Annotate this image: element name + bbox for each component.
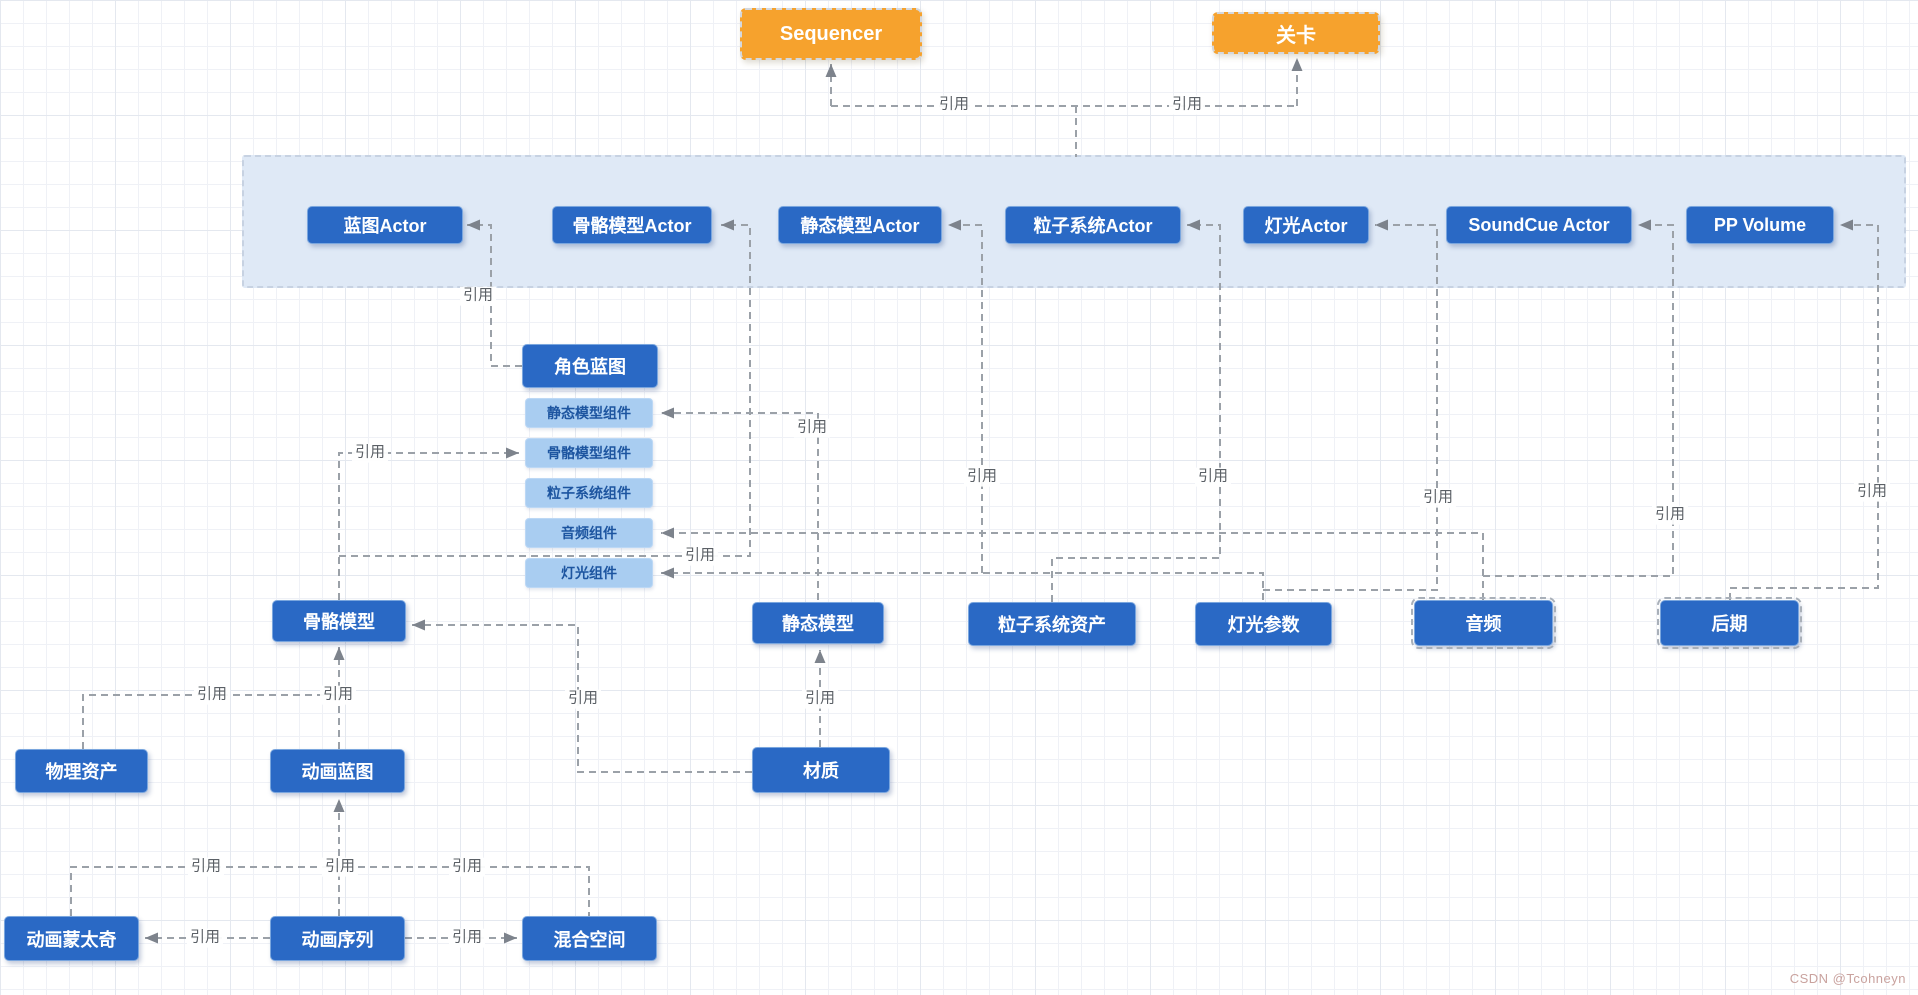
node-pp-volume[interactable]: PP Volume xyxy=(1686,206,1834,244)
arrowhead-skelmesh-actor xyxy=(721,219,734,231)
node-anim-montage[interactable]: 动画蒙太奇 xyxy=(4,916,139,961)
node-static-mesh[interactable]: 静态模型 xyxy=(752,602,884,644)
node-level[interactable]: 关卡 xyxy=(1212,12,1380,54)
node-comp-light[interactable]: 灯光组件 xyxy=(525,558,653,588)
node-light-actor[interactable]: 灯光Actor xyxy=(1243,206,1369,244)
edge-particle-actor-line xyxy=(1051,224,1221,602)
node-comp-particle[interactable]: 粒子系统组件 xyxy=(525,478,653,508)
node-post-process[interactable]: 后期 xyxy=(1657,597,1802,649)
node-anim-sequence[interactable]: 动画序列 xyxy=(270,916,405,961)
node-comp-audio[interactable]: 音频组件 xyxy=(525,518,653,548)
edge-bottom-branch xyxy=(70,866,590,916)
reference-label-14: 引用 xyxy=(193,685,231,705)
reference-label-15: 引用 xyxy=(319,685,357,705)
arrowhead-particle-actor-line xyxy=(1187,219,1200,231)
node-blueprint-actor[interactable]: 蓝图Actor xyxy=(307,206,463,244)
edge-lightparams-actor xyxy=(1263,224,1438,591)
node-anim-bp[interactable]: 动画蓝图 xyxy=(270,749,405,793)
reference-label-19: 引用 xyxy=(186,928,224,948)
arrowhead-sequencer-up xyxy=(825,64,837,77)
node-comp-skeletal[interactable]: 骨骼模型组件 xyxy=(525,438,653,468)
node-skeletal-actor[interactable]: 骨骼模型Actor xyxy=(552,206,712,244)
edge-material-skelmesh xyxy=(412,624,752,773)
reference-label-7: 引用 xyxy=(963,467,1001,487)
arrowhead-level-up xyxy=(1291,58,1303,71)
reference-label-11: 引用 xyxy=(1853,482,1891,502)
node-sequencer[interactable]: Sequencer xyxy=(740,8,922,60)
reference-label-17: 引用 xyxy=(321,857,359,877)
edge-physics-join xyxy=(82,694,339,749)
node-physics-asset[interactable]: 物理资产 xyxy=(15,749,148,793)
edge-skelmesh-comp xyxy=(338,452,519,600)
node-light-params[interactable]: 灯光参数 xyxy=(1195,602,1332,646)
arrowhead-lightparams-comp xyxy=(661,567,674,579)
reference-label-12: 引用 xyxy=(801,689,839,709)
arrowhead-post-ppvolume xyxy=(1840,219,1853,231)
reference-label-3: 引用 xyxy=(459,286,497,306)
arrowhead-staticmesh-comp xyxy=(661,407,674,419)
arrowhead-skelmesh-comp xyxy=(506,447,519,459)
edge-skelmesh-actor xyxy=(339,224,751,557)
edge-staticmesh-actor xyxy=(948,224,983,573)
reference-label-2: 引用 xyxy=(1168,95,1206,115)
reference-label-18: 引用 xyxy=(448,857,486,877)
node-material[interactable]: 材质 xyxy=(752,747,890,793)
edge-audio-actor xyxy=(1483,224,1674,577)
reference-label-16: 引用 xyxy=(187,857,225,877)
reference-label-6: 引用 xyxy=(793,418,831,438)
arrowhead-charbp-blueprintactor xyxy=(467,219,480,231)
reference-label-20: 引用 xyxy=(448,928,486,948)
reference-label-1: 引用 xyxy=(935,95,973,115)
reference-label-8: 引用 xyxy=(1194,467,1232,487)
arrowhead-material-skelmesh xyxy=(412,619,425,631)
reference-label-9: 引用 xyxy=(1419,488,1457,508)
reference-label-5: 引用 xyxy=(681,546,719,566)
arrowhead-animseq-blendspace xyxy=(504,932,517,944)
node-character-bp[interactable]: 角色蓝图 xyxy=(522,344,658,388)
reference-label-10: 引用 xyxy=(1651,505,1689,525)
arrowhead-animbp-skelmesh xyxy=(333,647,345,660)
arrowhead-material-staticmesh xyxy=(814,650,826,663)
arrowhead-audio-comp xyxy=(661,527,674,539)
node-particle-actor[interactable]: 粒子系统Actor xyxy=(1005,206,1181,244)
edge-staticmesh-comp xyxy=(661,412,819,600)
arrowhead-animseq-animbp xyxy=(333,799,345,812)
arrowhead-lightparams-actor xyxy=(1375,219,1388,231)
watermark: CSDN @Tcohneyn xyxy=(1789,971,1906,986)
edge-post-ppvolume xyxy=(1729,224,1879,600)
reference-label-13: 引用 xyxy=(564,689,602,709)
node-particle-asset[interactable]: 粒子系统资产 xyxy=(968,602,1136,646)
node-skeletal-mesh[interactable]: 骨骼模型 xyxy=(272,600,406,642)
node-comp-static[interactable]: 静态模型组件 xyxy=(525,398,653,428)
node-soundcue-actor[interactable]: SoundCue Actor xyxy=(1446,206,1632,244)
arrowhead-animseq-montage xyxy=(145,932,158,944)
arrowhead-audio-actor xyxy=(1638,219,1651,231)
reference-label-4: 引用 xyxy=(351,443,389,463)
edge-lightparams-comp xyxy=(661,572,1264,600)
edge-audio-comp xyxy=(661,532,1484,600)
arrowhead-staticmesh-actor xyxy=(948,219,961,231)
node-blend-space[interactable]: 混合空间 xyxy=(522,916,657,961)
node-audio[interactable]: 音频 xyxy=(1411,597,1556,649)
node-static-actor[interactable]: 静态模型Actor xyxy=(778,206,942,244)
